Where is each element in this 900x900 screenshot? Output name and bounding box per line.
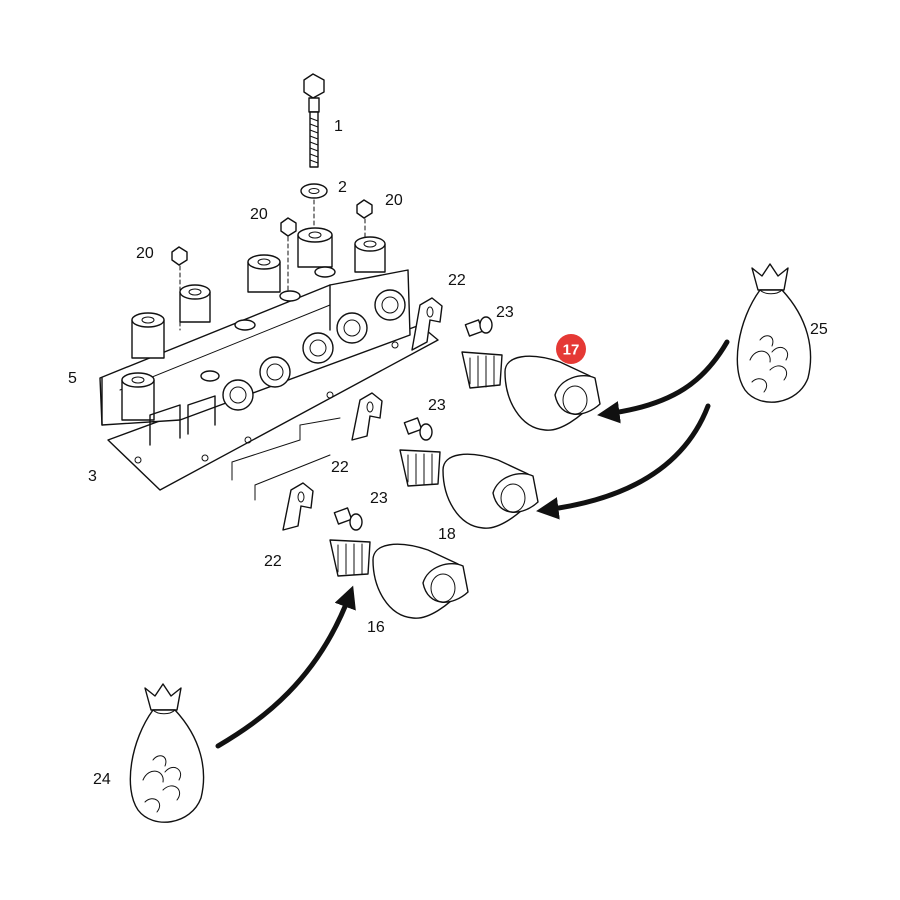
- screw-part-23-b: [403, 417, 433, 441]
- plug-part-20-c: [356, 199, 373, 241]
- callout-1[interactable]: 1: [334, 118, 343, 135]
- callout-23-c[interactable]: 23: [370, 490, 388, 507]
- solenoid-assembly-bottom: [282, 482, 469, 619]
- callout-24[interactable]: 24: [93, 771, 111, 788]
- callout-5[interactable]: 5: [68, 370, 77, 387]
- screw-part-23-c: [333, 507, 363, 531]
- callout-22-a[interactable]: 22: [448, 272, 466, 289]
- callout-22-b[interactable]: 22: [331, 459, 349, 476]
- callout-23-a[interactable]: 23: [496, 304, 514, 321]
- bolt-part-1: [303, 73, 325, 229]
- solenoid-assembly-middle: [351, 392, 539, 529]
- callout-23-b[interactable]: 23: [428, 397, 446, 414]
- callout-3[interactable]: 3: [88, 468, 97, 485]
- arrows: [215, 339, 730, 749]
- callout-17: 17: [563, 342, 580, 359]
- callout-labels: 1 2 20 20 20 22 23 5 23 22 3 23 18 22 16…: [68, 118, 828, 788]
- callout-20-a[interactable]: 20: [136, 245, 154, 262]
- callout-22-c[interactable]: 22: [264, 553, 282, 570]
- valve-body-housing: [99, 227, 411, 446]
- callout-16[interactable]: 16: [367, 619, 385, 636]
- screw-part-23-a: [464, 316, 493, 337]
- washer-part-2: [300, 183, 328, 199]
- plug-part-20-a: [171, 246, 188, 331]
- callout-25[interactable]: 25: [810, 321, 828, 338]
- callout-20-b[interactable]: 20: [250, 206, 268, 223]
- plug-part-20-b: [280, 217, 297, 291]
- parts-bag-25: [736, 263, 812, 403]
- parts-bag-24: [129, 683, 205, 823]
- callout-18[interactable]: 18: [438, 526, 456, 543]
- callout-2[interactable]: 2: [338, 179, 347, 196]
- callout-20-c[interactable]: 20: [385, 192, 403, 209]
- highlight-badge-17[interactable]: 17: [556, 334, 586, 364]
- solenoid-assembly-top: [411, 297, 601, 431]
